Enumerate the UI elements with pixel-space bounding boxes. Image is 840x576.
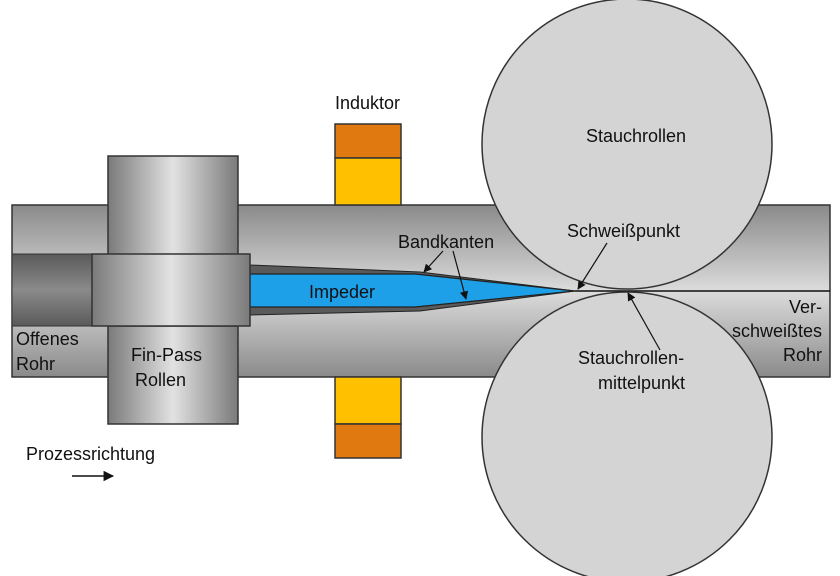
label-roll-center-line1: Stauchrollen- [578,348,684,368]
label-fin-pass-line1: Fin-Pass [131,345,202,365]
label-strip-edges: Bandkanten [398,232,494,252]
label-fin-pass-line2: Rollen [135,370,186,390]
label-welded-tube-line2: schweißtes [732,321,822,341]
label-weld-point: Schweißpunkt [567,221,680,241]
label-welded-tube-line3: Rohr [783,345,822,365]
strip-edges-arrow-1 [423,250,444,273]
label-process-direction: Prozessrichtung [26,444,155,464]
fin-pass-roll-upper [107,155,239,257]
label-welded-tube-line1: Ver- [789,297,822,317]
label-roll-center-line2: mittelpunkt [598,373,685,393]
squeeze-roll-upper [481,0,773,290]
inductor-bottom-yellow [334,376,402,425]
label-open-tube-line1: Offenes [16,329,79,349]
label-impeder: Impeder [309,282,375,302]
strip-edges-arrow-2 [452,250,469,300]
label-squeeze-rolls: Stauchrollen [586,126,686,146]
weld-point-arrow [577,242,608,290]
roll-center-arrow [627,292,661,351]
label-open-tube-line2: Rohr [16,354,55,374]
squeeze-roll-lower [481,291,773,576]
fin-pass-roll-middle [91,253,251,327]
open-tube-section [11,253,93,327]
inductor-top-orange [334,123,402,159]
inductor-bottom-orange [334,423,402,459]
label-inductor: Induktor [335,93,400,113]
inductor-top-yellow [334,157,402,206]
